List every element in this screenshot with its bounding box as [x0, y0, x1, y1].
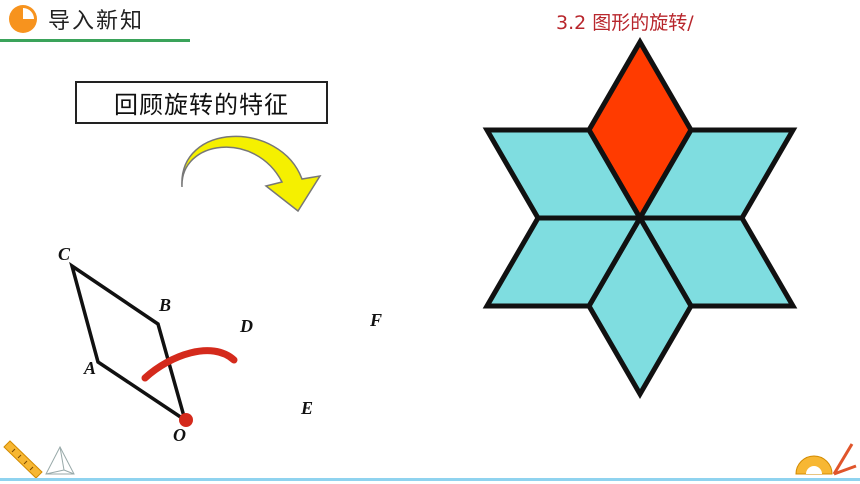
- header: 导入新知: [0, 0, 190, 42]
- header-underline: [0, 39, 190, 42]
- label-D: D: [240, 316, 253, 336]
- rhombus-upper-left: [482, 127, 645, 221]
- label-A: A: [84, 358, 97, 378]
- lesson-breadcrumb[interactable]: 3.2 图形的旋转/: [556, 12, 694, 34]
- label-O: O: [173, 425, 186, 445]
- page-title: 导入新知: [48, 9, 145, 34]
- ruler-icon: [3, 440, 43, 479]
- label-B: B: [159, 295, 172, 315]
- section-heading-box: 回顾旋转的特征: [75, 81, 328, 124]
- label-F: F: [370, 310, 383, 330]
- pie-chart-icon: [9, 5, 37, 33]
- pyramid-icon: [45, 445, 75, 475]
- rotation-arc: [141, 347, 238, 382]
- label-E: E: [301, 398, 314, 418]
- rotate-arrow-icon: [181, 135, 322, 213]
- point-O-dot: [179, 413, 193, 427]
- rhombus-star: [482, 37, 798, 399]
- protractor-icon: [795, 443, 857, 476]
- footer-line: [0, 478, 860, 481]
- label-C: C: [58, 244, 71, 264]
- quadrilateral-OACB: [69, 261, 188, 425]
